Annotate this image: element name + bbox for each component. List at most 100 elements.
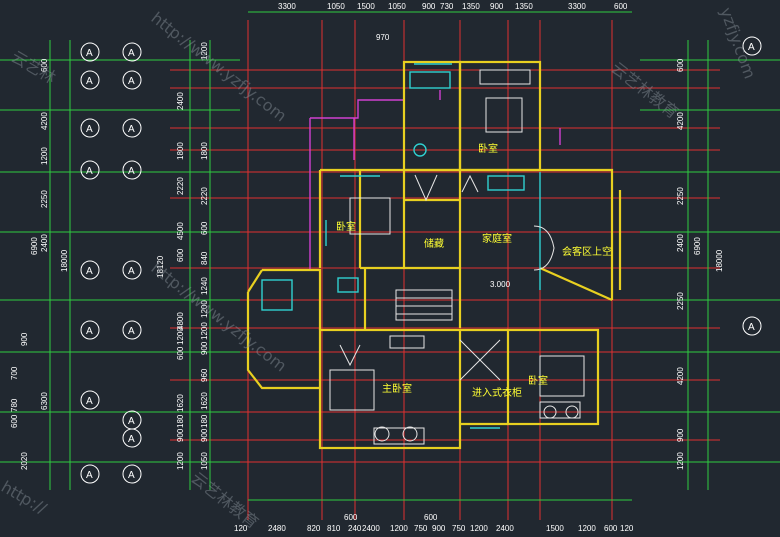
bottom-dim-11: 2400: [496, 524, 514, 533]
svg-text:A: A: [748, 322, 755, 333]
svg-text:A: A: [128, 416, 135, 427]
left3-dim-12: 900: [200, 428, 209, 442]
axis-marker-right-2: A: [742, 316, 762, 336]
right1-dim-0: 600: [676, 58, 685, 72]
room-label-bedroom-top: 卧室: [478, 142, 498, 155]
left3-dim-8: 900: [200, 341, 209, 355]
top-dim-4: 900: [422, 2, 436, 11]
watermark-http: http://: [0, 477, 50, 518]
right1-dim-2: 2250: [676, 187, 685, 205]
left-dimension-labels-col4: 900 700 780 600 6300 2020: [10, 332, 49, 470]
bottom-sub-0: 600: [344, 513, 358, 522]
room-label-bedroom-left: 卧室: [336, 220, 356, 233]
axis-marker-left-6: A: [80, 320, 100, 340]
svg-text:A: A: [128, 48, 135, 59]
watermark-url-1: http://www.yzfjy.com: [148, 8, 291, 125]
magenta-roof-lines: [309, 90, 561, 270]
left3-dim-6: 1200: [200, 300, 209, 318]
left1-dim-3: 2250: [40, 190, 49, 208]
svg-text:A: A: [86, 124, 93, 135]
left2-dim-3: 4500: [176, 222, 185, 240]
left1-dim-2: 1200: [40, 147, 49, 165]
axis-marker-left-7: A: [80, 390, 100, 410]
left4-dim-5: 2020: [20, 452, 29, 470]
wall-outline: [246, 60, 622, 450]
svg-text:A: A: [128, 76, 135, 87]
red-axis-grid: [170, 20, 720, 520]
top-total: 970: [376, 33, 390, 42]
svg-text:A: A: [748, 42, 755, 53]
left1-dim-5: 6900: [30, 237, 39, 255]
bottom-dim-6: 1200: [390, 524, 408, 533]
room-label-master-bedroom: 主卧室: [382, 382, 412, 395]
left3-dim-4: 840: [200, 251, 209, 265]
left3-dim-13: 1050: [200, 452, 209, 470]
bottom-dim-3: 810: [327, 524, 341, 533]
top-dim-5: 730: [440, 2, 454, 11]
left2-dim-12: 1200: [176, 452, 185, 470]
axis-marker-mid-1: A: [122, 42, 142, 62]
axis-marker-mid-3: A: [122, 118, 142, 138]
axis-marker-right-1: A: [742, 36, 762, 56]
svg-text:A: A: [86, 166, 93, 177]
left2-dim-11: 900: [176, 428, 185, 442]
svg-text:A: A: [128, 266, 135, 277]
bottom-dim-2: 820: [307, 524, 321, 533]
bottom-dim-0: 120: [234, 524, 248, 533]
svg-text:A: A: [86, 266, 93, 277]
bottom-dim-10: 1200: [470, 524, 488, 533]
top-dim-2: 1500: [357, 2, 375, 11]
left1-dim-0: 600: [40, 58, 49, 72]
windows-and-fixtures: [261, 63, 541, 429]
top-dim-3: 1050: [388, 2, 406, 11]
bottom-dim-1: 2480: [268, 524, 286, 533]
axis-marker-mid-9: A: [122, 464, 142, 484]
bottom-dim-8: 900: [432, 524, 446, 533]
watermark-brand-3: 云艺林: [8, 47, 59, 87]
room-label-bedroom-right: 卧室: [528, 374, 548, 387]
svg-text:A: A: [128, 124, 135, 135]
room-label-walkin-closet: 进入式衣柜: [472, 386, 522, 399]
bottom-dim-7: 750: [414, 524, 428, 533]
axis-marker-left-3: A: [80, 118, 100, 138]
svg-text:A: A: [128, 326, 135, 337]
svg-text:A: A: [128, 434, 135, 445]
right1-dim-3: 2400: [676, 234, 685, 252]
svg-text:A: A: [86, 76, 93, 87]
top-dim-6: 1350: [462, 2, 480, 11]
watermark-url-2: http://www.yzfjy.com: [148, 258, 291, 375]
axis-marker-mid-4: A: [122, 160, 142, 180]
bottom-dim-4: 240: [348, 524, 362, 533]
axis-marker-mid-5: A: [122, 260, 142, 280]
axis-markers: A A A A A A A A A A A A A A A A A A A: [80, 36, 762, 484]
top-dim-7: 900: [490, 2, 504, 11]
right1-dim-5: 2250: [676, 292, 685, 310]
axis-marker-left-8: A: [80, 464, 100, 484]
axis-marker-mid-7: A: [122, 410, 142, 430]
left3-dim-2: 2220: [200, 187, 209, 205]
left4-dim-0: 900: [20, 332, 29, 346]
left2-dim-7: 1200: [176, 327, 185, 345]
bottom-dim-12: 1500: [546, 524, 564, 533]
axis-marker-left-5: A: [80, 260, 100, 280]
left1-dim-4: 2400: [40, 234, 49, 252]
watermark-brand-1: 云艺林教育: [608, 58, 683, 122]
room-label-family-room: 家庭室: [482, 232, 512, 245]
axis-marker-mid-8: A: [122, 428, 142, 448]
left4-dim-3: 600: [10, 414, 19, 428]
left2-dim-2: 2220: [176, 177, 185, 195]
left4-dim-4: 6300: [40, 392, 49, 410]
left1-dim-1: 4200: [40, 112, 49, 130]
svg-text:A: A: [86, 396, 93, 407]
left1-dim-6: 18000: [60, 249, 69, 272]
right1-dim-8: 1200: [676, 452, 685, 470]
left3-dim-5: 1240: [200, 277, 209, 295]
left2-dim-9: 1620: [176, 394, 185, 412]
room-label-void: 会客区上空: [562, 245, 612, 258]
left4-dim-2: 780: [10, 398, 19, 412]
left2-dim-8: 600: [176, 346, 185, 360]
top-dim-8: 1350: [515, 2, 533, 11]
left2-dim-5: 18120: [156, 255, 165, 278]
